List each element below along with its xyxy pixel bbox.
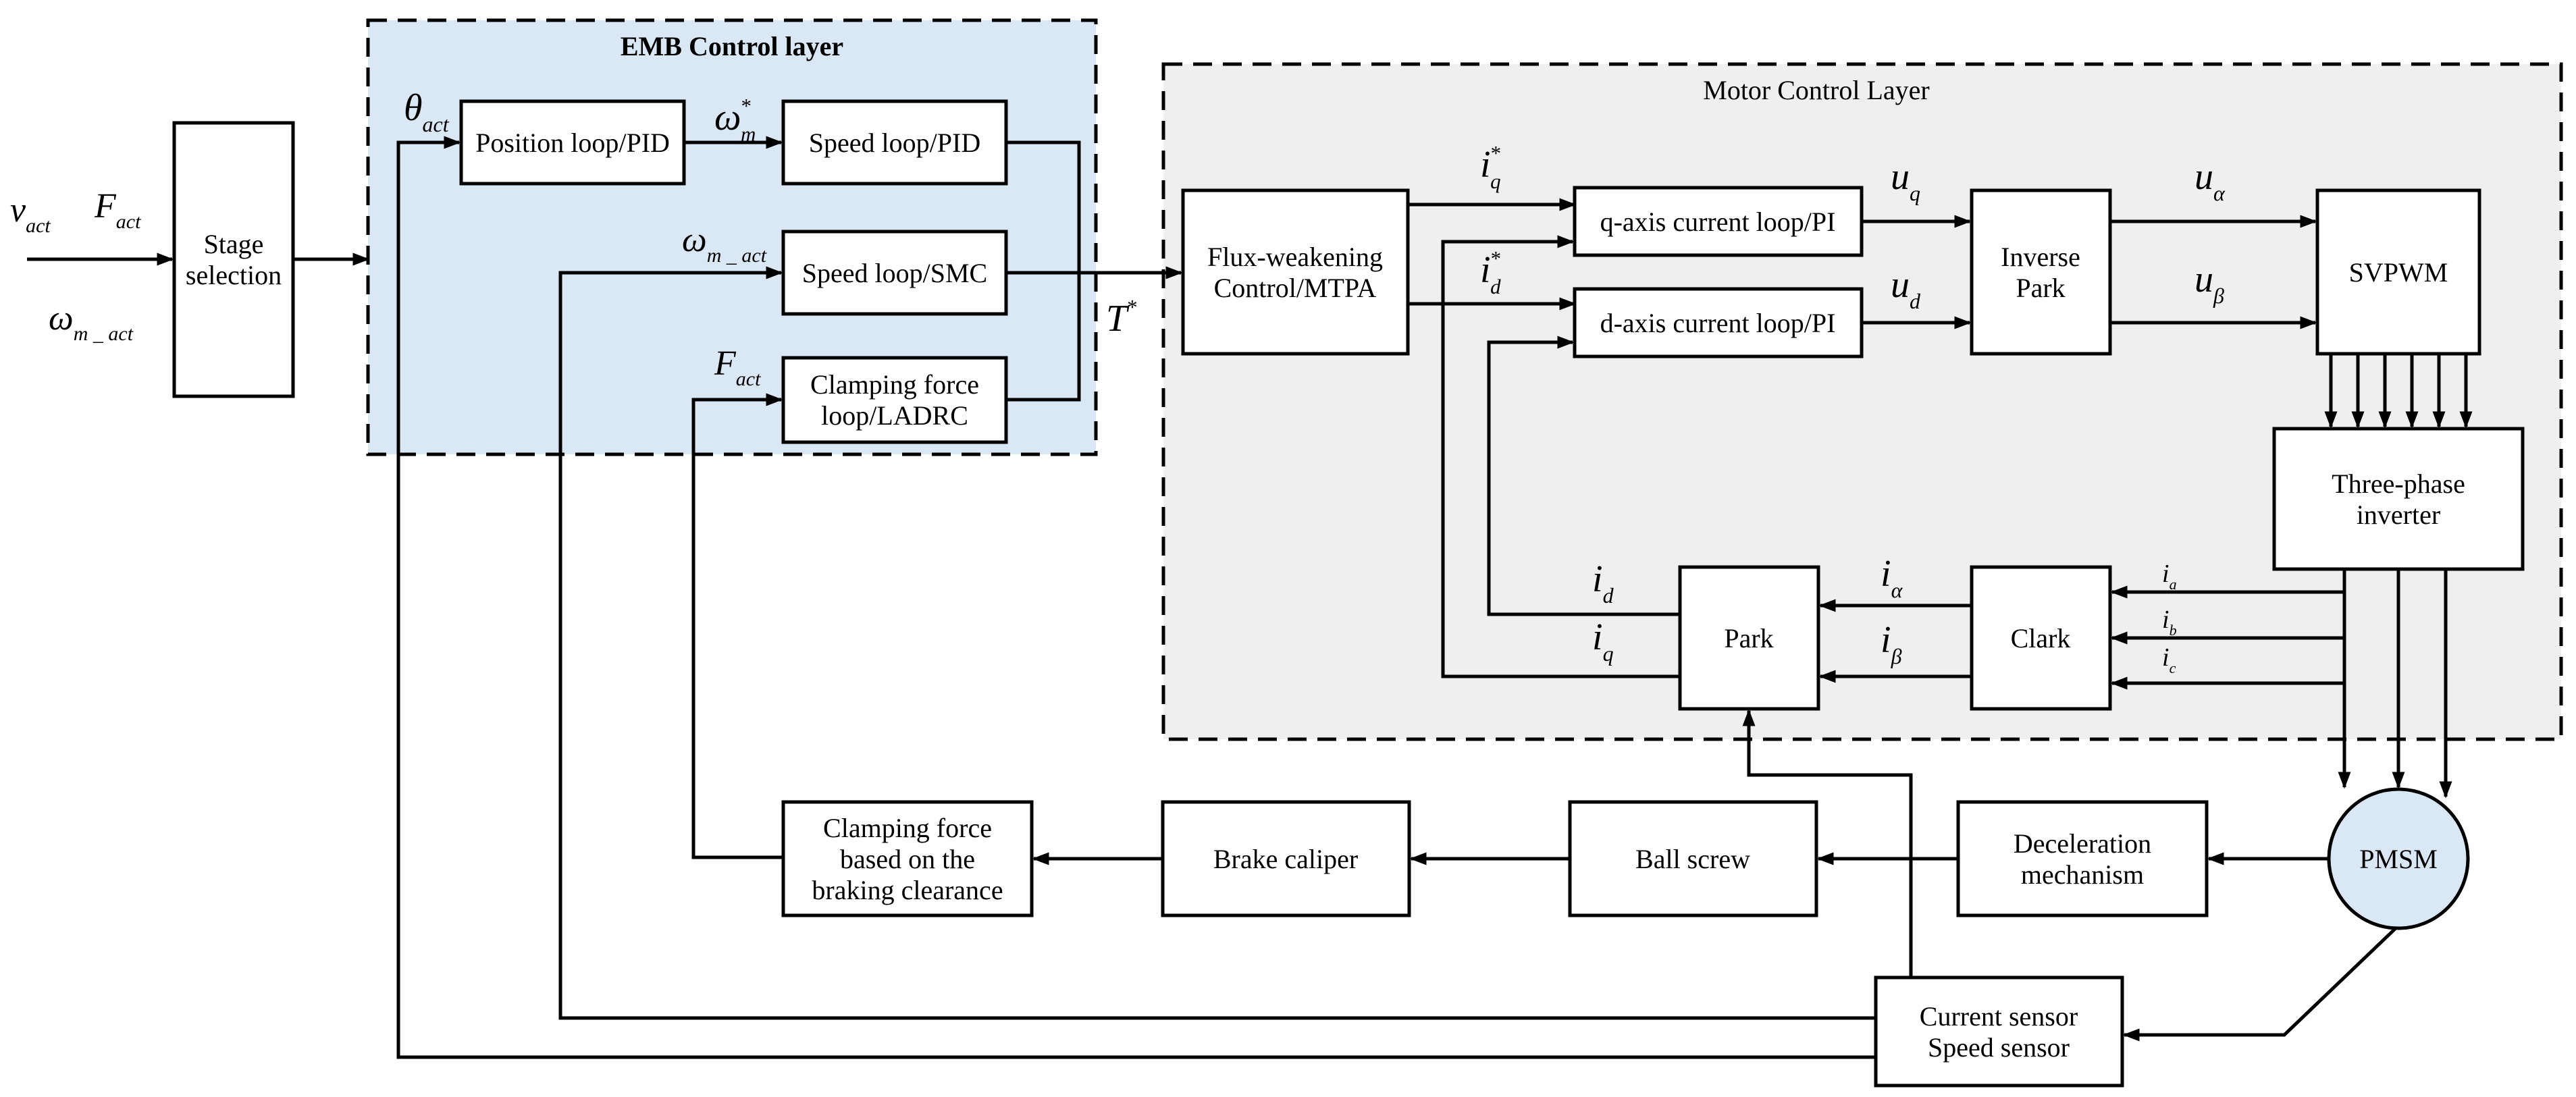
q-axis-current-loop-block: q-axis current loop/PI bbox=[1573, 186, 1864, 257]
speed-pid-line: Speed loop/PID bbox=[809, 128, 980, 158]
decel-line: Deceleration bbox=[2014, 828, 2151, 859]
motor-control-layer bbox=[1161, 62, 2563, 741]
park-line: Park bbox=[1724, 623, 1773, 653]
clamp-calc-line: Clamping force bbox=[823, 813, 992, 843]
svg-text:d-axis current loop/PI: d-axis current loop/PI bbox=[1600, 308, 1836, 338]
park-block: Park bbox=[1678, 565, 1820, 711]
label-iq-star: i*q bbox=[1480, 141, 1501, 193]
clamp-calc-line: braking clearance bbox=[812, 875, 1003, 905]
svg-text:SVPWM: SVPWM bbox=[2349, 257, 2448, 288]
label-i-d: id bbox=[1592, 558, 1614, 608]
pmsm-block: PMSM bbox=[2327, 787, 2470, 930]
sensor-line: Current sensor bbox=[1920, 1001, 2078, 1032]
caliper-line: Brake caliper bbox=[1213, 844, 1358, 874]
ball-screw-block: Ball screw bbox=[1568, 800, 1818, 917]
inverter-line: inverter bbox=[2357, 500, 2440, 530]
inv-park-line: Park bbox=[2016, 273, 2065, 303]
q-loop-line: q-axis current loop/PI bbox=[1600, 207, 1836, 237]
label-v-act: vact bbox=[10, 191, 51, 237]
svpwm-block: SVPWM bbox=[2315, 188, 2481, 356]
flux-line: Flux-weakening bbox=[1207, 242, 1383, 272]
label-omega-m-act: ωm _ act bbox=[682, 221, 767, 267]
label-i-a: ia bbox=[2162, 560, 2177, 593]
brake-caliper-block: Brake caliper bbox=[1161, 800, 1411, 917]
clamp-calc-line: based on the bbox=[840, 844, 975, 874]
label-T-star: T* bbox=[1106, 295, 1138, 340]
position-loop-block: Position loop/PID bbox=[459, 99, 686, 186]
clark-block: Clark bbox=[1970, 565, 2112, 711]
d-loop-line: d-axis current loop/PI bbox=[1600, 308, 1836, 338]
svg-text:Position loop/PID: Position loop/PID bbox=[475, 128, 670, 158]
speed-smc-line: Speed loop/SMC bbox=[802, 258, 987, 288]
speed-loop-pid-block: Speed loop/PID bbox=[781, 99, 1008, 186]
emb-layer-title: EMB Control layer bbox=[621, 31, 843, 61]
label-u-alpha: uα bbox=[2194, 156, 2226, 205]
inverter-line: Three-phase bbox=[2332, 469, 2465, 499]
sensor-line: Speed sensor bbox=[1928, 1032, 2070, 1063]
svg-text:Park: Park bbox=[1724, 623, 1773, 653]
clamp-loop-line: Clamping force bbox=[810, 369, 979, 400]
svpwm-line: SVPWM bbox=[2349, 257, 2448, 288]
svg-text:Brake caliper: Brake caliper bbox=[1213, 844, 1358, 874]
label-i-beta: iβ bbox=[1881, 619, 1902, 668]
d-axis-current-loop-block: d-axis current loop/PI bbox=[1573, 287, 1864, 358]
label-u-d: ud bbox=[1891, 264, 1921, 313]
label-i-q: iq bbox=[1592, 616, 1614, 666]
label-id-star: i*d bbox=[1480, 246, 1501, 298]
svg-text:Ball screw: Ball screw bbox=[1635, 844, 1750, 874]
svg-text:Speed loop/PID: Speed loop/PID bbox=[809, 128, 980, 158]
svg-text:Clark: Clark bbox=[2011, 623, 2071, 653]
stage-line: Stage bbox=[204, 229, 264, 259]
position-loop-line: Position loop/PID bbox=[475, 128, 670, 158]
connections bbox=[27, 136, 2473, 1059]
speed-loop-smc-block: Speed loop/SMC bbox=[781, 230, 1008, 316]
inv-park-line: Inverse bbox=[2001, 242, 2080, 272]
label-i-c: ic bbox=[2162, 643, 2176, 676]
svg-text:PMSM: PMSM bbox=[2359, 844, 2438, 874]
clark-line: Clark bbox=[2011, 623, 2071, 653]
label-i-b: ib bbox=[2162, 606, 2177, 639]
pmsm-line: PMSM bbox=[2359, 844, 2438, 874]
label-i-alpha: iα bbox=[1881, 553, 1903, 602]
flux-line: Control/MTPA bbox=[1214, 273, 1377, 303]
label-u-beta: uβ bbox=[2194, 259, 2224, 308]
label-omega-m-star: ω*m bbox=[714, 94, 756, 146]
label-u-q: uq bbox=[1891, 156, 1920, 205]
svg-text:Speed loop/SMC: Speed loop/SMC bbox=[802, 258, 987, 288]
ballscrew-line: Ball screw bbox=[1635, 844, 1750, 874]
stage-line: selection bbox=[186, 260, 282, 290]
label-theta-act: θact bbox=[404, 87, 450, 136]
decel-line: mechanism bbox=[2021, 859, 2144, 890]
label-F-act-in: Fact bbox=[94, 187, 141, 233]
label-F-act: Fact bbox=[714, 344, 761, 390]
clamp-loop-line: loop/LADRC bbox=[821, 400, 968, 431]
svg-text:q-axis current loop/PI: q-axis current loop/PI bbox=[1600, 207, 1836, 237]
motor-layer-title: Motor Control Layer bbox=[1703, 75, 1930, 105]
label-omega-m-act-in: ωm _ act bbox=[49, 299, 134, 345]
